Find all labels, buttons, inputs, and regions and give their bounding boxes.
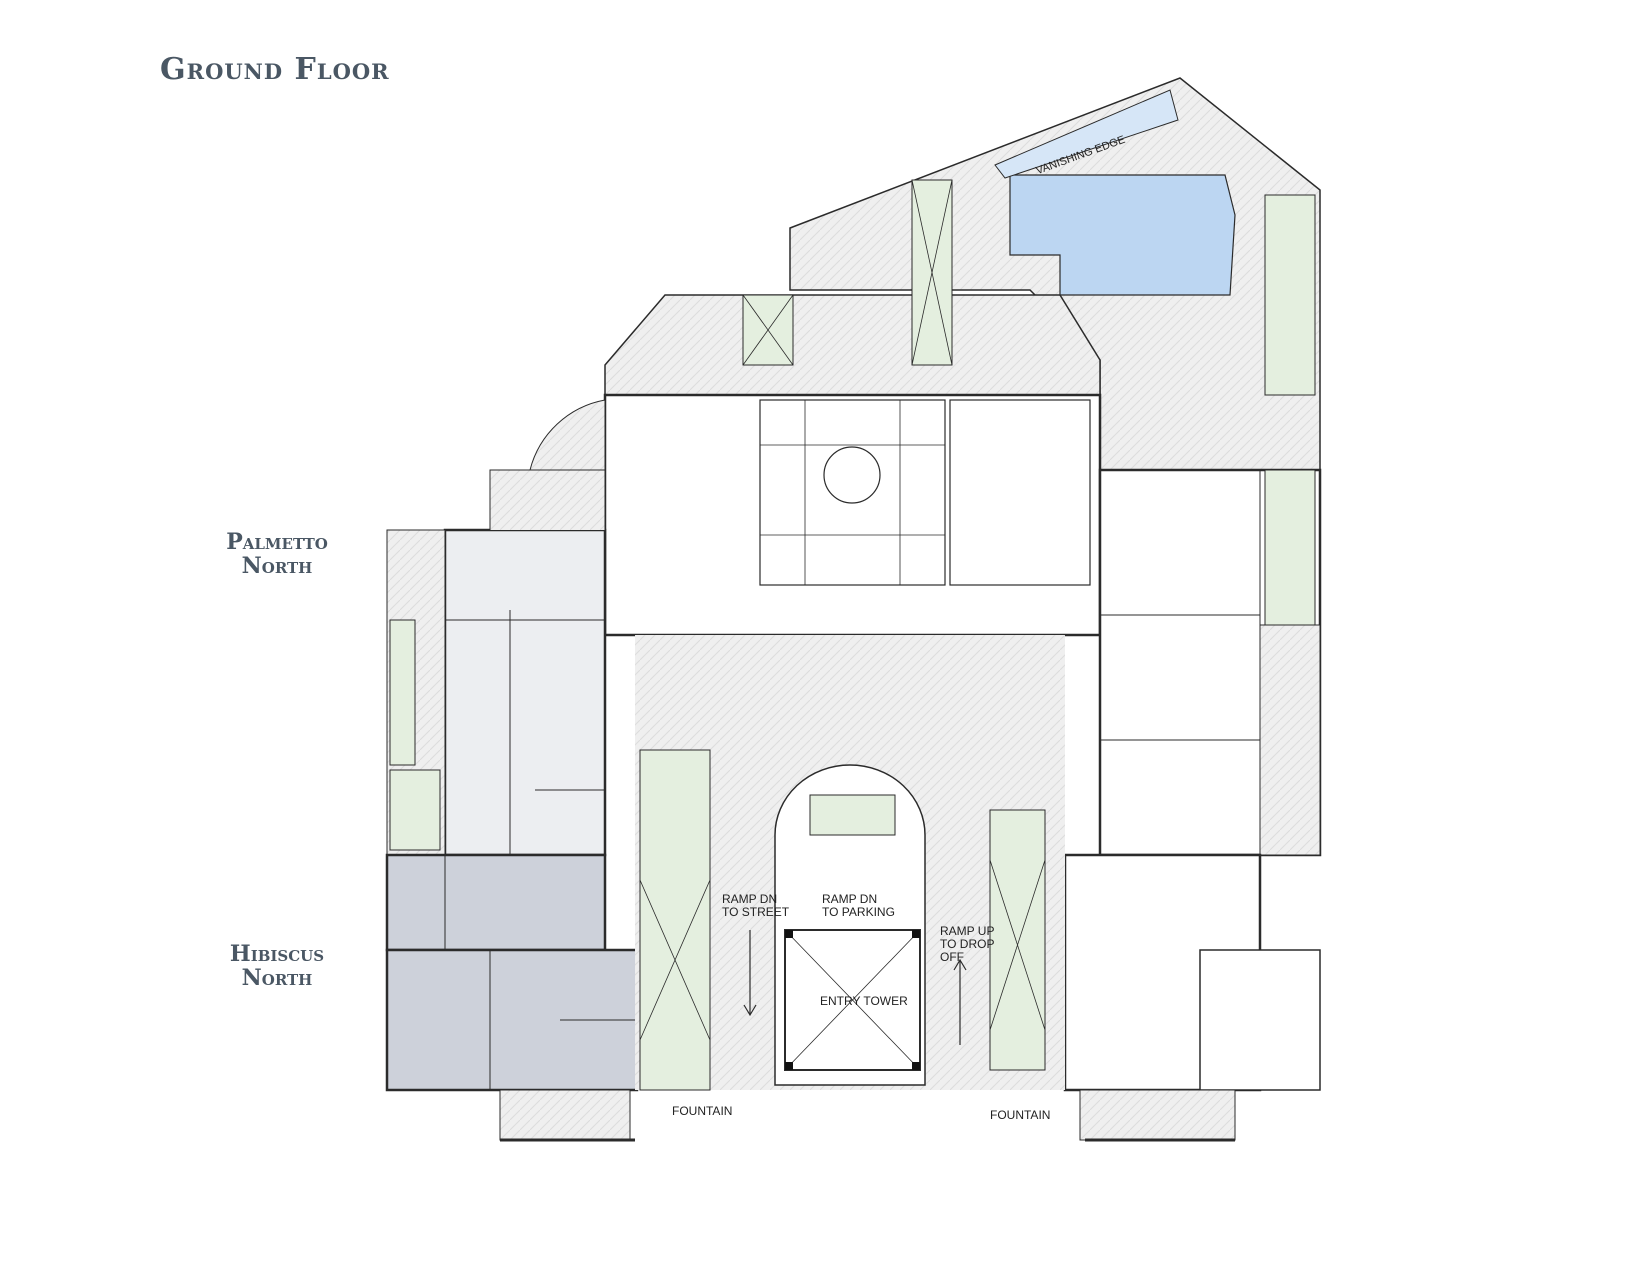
- vanishing-edge: [994, 89, 1179, 179]
- lobby-block: [603, 393, 1102, 637]
- planter: [389, 769, 441, 851]
- planter: [1264, 194, 1316, 396]
- planter: [1264, 469, 1316, 626]
- lobby: [759, 399, 946, 586]
- wing-label-hibiscus: Hibiscus North: [229, 941, 325, 991]
- palmetto-north-unit: [443, 528, 607, 857]
- balcony: [1259, 624, 1321, 856]
- balcony: [1079, 1089, 1236, 1141]
- terrace-curve: [529, 399, 606, 471]
- wing-label-palmetto: Palmetto North: [226, 529, 328, 579]
- balcony: [489, 469, 606, 530]
- hibiscus-north-upper: [385, 853, 607, 952]
- ramp-up-arrow: [953, 958, 967, 1045]
- fountain-right-label: FOUNTAIN: [990, 1108, 1050, 1122]
- fountain-left-label: FOUNTAIN: [672, 1104, 732, 1118]
- gazebo: [1199, 949, 1321, 1091]
- club-room: [949, 399, 1091, 586]
- covered-living-paving: [604, 294, 1101, 396]
- ramp-down-street-arrow: [743, 930, 757, 1017]
- planter-left: [639, 749, 711, 1091]
- page-title: Ground Floor: [160, 52, 390, 87]
- planter-right: [989, 809, 1046, 1071]
- planter: [389, 619, 416, 766]
- balcony: [499, 1089, 631, 1141]
- pool: [1009, 174, 1236, 296]
- planter: [809, 794, 896, 836]
- lobby-rotunda: [823, 446, 881, 504]
- entry-tower-label: ENTRY TOWER: [820, 994, 908, 1008]
